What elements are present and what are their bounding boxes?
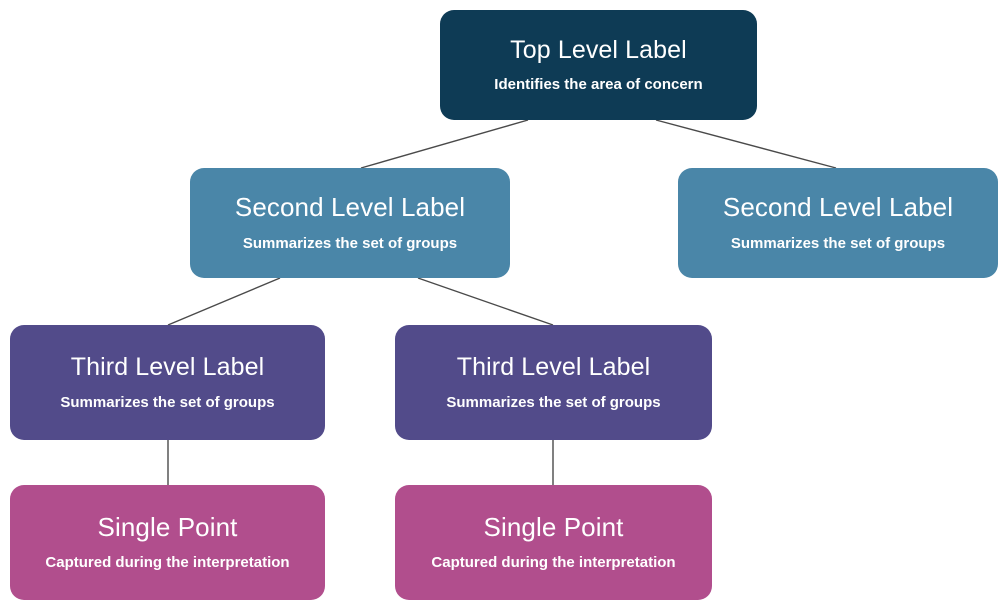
node-third-level-left[interactable]: Third Level Label Summarizes the set of … bbox=[10, 325, 325, 440]
node-top-level-subtitle: Identifies the area of concern bbox=[494, 75, 703, 93]
node-second-level-right-title: Second Level Label bbox=[722, 192, 954, 223]
node-single-point-left-subtitle: Captured during the interpretation bbox=[45, 553, 290, 571]
node-third-level-left-title: Third Level Label bbox=[70, 353, 265, 382]
node-single-point-left-title: Single Point bbox=[97, 512, 238, 543]
node-third-level-right-subtitle: Summarizes the set of groups bbox=[446, 393, 661, 411]
node-second-level-left[interactable]: Second Level Label Summarizes the set of… bbox=[190, 168, 510, 278]
node-single-point-right-subtitle: Captured during the interpretation bbox=[431, 553, 676, 571]
node-single-point-right-title: Single Point bbox=[483, 512, 624, 543]
connector-second-1-to-third-1 bbox=[167, 277, 281, 326]
node-third-level-left-subtitle: Summarizes the set of groups bbox=[60, 393, 275, 411]
node-third-level-right-title: Third Level Label bbox=[456, 353, 651, 382]
connector-top-to-second-1 bbox=[360, 119, 529, 169]
connector-second-1-to-third-2 bbox=[417, 277, 554, 326]
node-second-level-right[interactable]: Second Level Label Summarizes the set of… bbox=[678, 168, 998, 278]
node-second-level-left-subtitle: Summarizes the set of groups bbox=[242, 234, 458, 252]
node-second-level-left-title: Second Level Label bbox=[234, 192, 466, 223]
node-single-point-left[interactable]: Single Point Captured during the interpr… bbox=[10, 485, 325, 600]
node-second-level-right-subtitle: Summarizes the set of groups bbox=[730, 234, 946, 252]
node-top-level-title: Top Level Label bbox=[510, 36, 687, 65]
node-top-level[interactable]: Top Level Label Identifies the area of c… bbox=[440, 10, 757, 120]
node-single-point-right[interactable]: Single Point Captured during the interpr… bbox=[395, 485, 712, 600]
connector-top-to-second-2 bbox=[655, 119, 837, 169]
node-third-level-right[interactable]: Third Level Label Summarizes the set of … bbox=[395, 325, 712, 440]
